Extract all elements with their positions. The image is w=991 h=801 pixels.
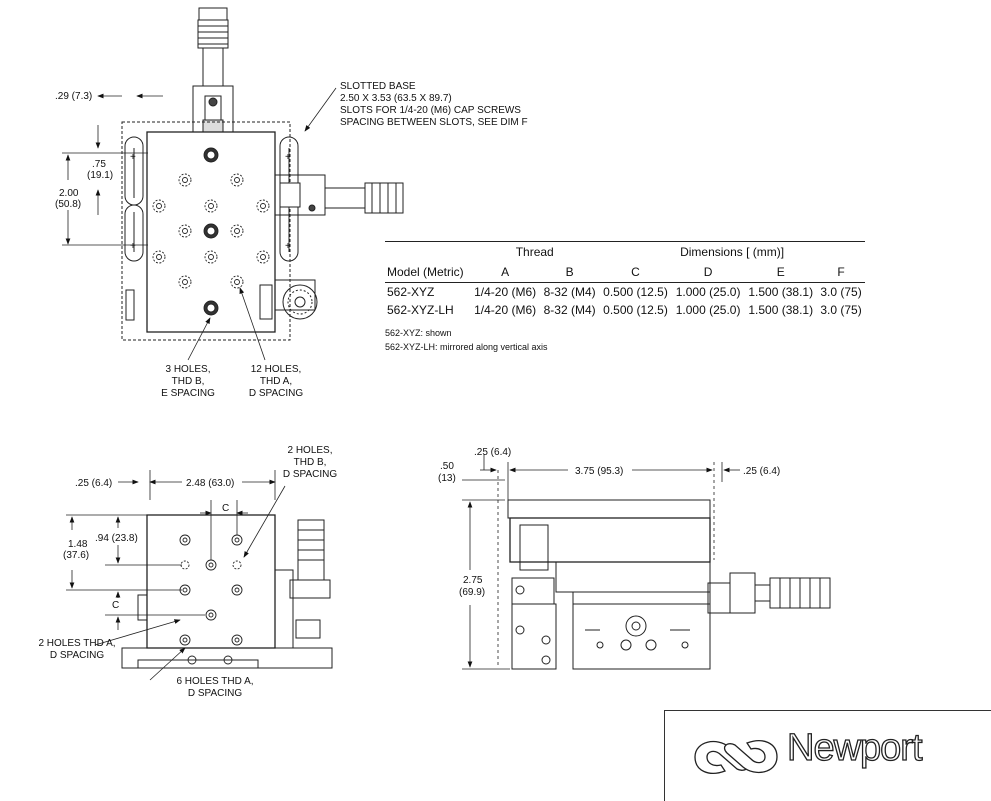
cell-d: 1.000 (25.0): [675, 285, 741, 299]
cell-e: 1.500 (38.1): [748, 303, 814, 317]
top-dimensions: [62, 87, 337, 361]
dim-0-29: .29 (7.3): [55, 91, 92, 102]
col-header-model: Model (Metric): [385, 262, 471, 283]
slotted-base-outline: [121, 121, 291, 341]
logo-block: Newport: [664, 710, 991, 801]
holes-12-line3: D SPACING: [249, 388, 303, 399]
cell-d: 1.000 (25.0): [675, 303, 741, 317]
dim-2-00-mm: (50.8): [55, 199, 81, 210]
cell-b: 8-32 (M4): [543, 285, 596, 299]
front-dim-1-48-mm: (37.6): [63, 550, 89, 561]
dim-0-75-mm: (19.1): [87, 170, 113, 181]
cell-e: 1.500 (38.1): [748, 285, 814, 299]
side-view-labels: .25 (6.4) .50 (13) 3.75 (95.3) .25 (6.4)…: [438, 447, 780, 598]
note-mirrored: 562-XYZ-LH: mirrored along vertical axis: [385, 342, 548, 352]
svg-text:+: +: [285, 152, 291, 163]
cell-a: 1/4-20 (M6): [474, 303, 537, 317]
base-callout-4: SPACING BETWEEN SLOTS, SEE DIM F: [340, 117, 528, 128]
logo-wordmark: Newport: [786, 726, 923, 769]
holes-6a-line1: 6 HOLES THD A,: [176, 676, 253, 687]
front-dim-0-94: .94 (23.8): [95, 533, 138, 544]
table-row: 562-XYZ-LH 1/4-20 (M6) 8-32 (M4) 0.500 (…: [385, 301, 865, 319]
front-holes: [179, 534, 243, 665]
col-header-f: F: [817, 262, 865, 283]
cell-c: 0.500 (12.5): [603, 285, 668, 299]
cell-model: 562-XYZ-LH: [387, 303, 454, 317]
cell-model: 562-XYZ: [387, 285, 435, 299]
table-row: 562-XYZ 1/4-20 (M6) 8-32 (M4) 0.500 (12.…: [385, 283, 865, 302]
col-header-c: C: [599, 262, 672, 283]
group-thread: Thread: [470, 241, 600, 262]
cell-f: 3.0 (75): [820, 285, 862, 299]
group-dimensions: Dimensions [ (mm)]: [599, 241, 865, 262]
top-holes: [152, 147, 270, 316]
holes-2b-line1: 2 HOLES,: [287, 445, 332, 456]
holes-2b-line3: D SPACING: [283, 469, 337, 480]
micrometer-side: [274, 174, 404, 216]
holes-3-line3: E SPACING: [161, 388, 215, 399]
col-header-d: D: [671, 262, 745, 283]
front-dimensions: [66, 470, 286, 681]
side-dimensions: [462, 455, 740, 670]
side-dim-0-25-top: .25 (6.4): [474, 447, 511, 458]
holes-2b-line2: THD B,: [294, 457, 327, 468]
cell-b: 8-32 (M4): [543, 303, 596, 317]
side-dim-0-25-right: .25 (6.4): [743, 466, 780, 477]
cell-a: 1/4-20 (M6): [474, 285, 537, 299]
top-view-labels: .29 (7.3) .75 (19.1) 2.00 (50.8) SLOTTED…: [55, 81, 528, 399]
newport-emblem-icon: [694, 740, 778, 774]
col-header-e: E: [744, 262, 818, 283]
front-view: [66, 470, 333, 681]
svg-text:+: +: [285, 241, 291, 252]
note-shown: 562-XYZ: shown: [385, 328, 452, 338]
svg-text:+: +: [130, 241, 136, 252]
svg-text:+: +: [130, 152, 136, 163]
front-dim-2-48: 2.48 (63.0): [186, 478, 234, 489]
holes-12-line2: THD A,: [260, 376, 292, 387]
side-dim-0-50: .50: [440, 461, 454, 472]
holes-2a-line1: 2 HOLES THD A,: [38, 638, 115, 649]
holes-3-line2: THD B,: [172, 376, 205, 387]
front-c-top: C: [222, 503, 229, 514]
side-view: [462, 455, 831, 670]
front-c-left: C: [112, 600, 119, 611]
micrometer-top: [192, 7, 234, 133]
cell-f: 3.0 (75): [820, 303, 862, 317]
top-view: + + + +: [62, 7, 404, 361]
front-dim-0-25: .25 (6.4): [75, 478, 112, 489]
base-callout-3: SLOTS FOR 1/4-20 (M6) CAP SCREWS: [340, 105, 521, 116]
side-dim-0-50-mm: (13): [438, 473, 456, 484]
dim-2-00: 2.00: [59, 188, 79, 199]
col-header-a: A: [470, 262, 541, 283]
col-header-b: B: [540, 262, 600, 283]
spec-table: Thread Dimensions [ (mm)] Model (Metric)…: [385, 241, 865, 319]
side-dim-2-75-mm: (69.9): [459, 587, 485, 598]
front-view-labels: .25 (6.4) 2.48 (63.0) C 1.48 (37.6) .94 …: [38, 445, 337, 699]
side-dim-2-75: 2.75: [463, 575, 483, 586]
holes-2a-line2: D SPACING: [50, 650, 104, 661]
top-carriage: [146, 131, 276, 333]
spec-table-block: Thread Dimensions [ (mm)] Model (Metric)…: [385, 241, 865, 354]
side-dim-3-75: 3.75 (95.3): [575, 466, 623, 477]
front-dim-1-48: 1.48: [68, 539, 88, 550]
dim-0-75: .75: [92, 159, 106, 170]
holes-12-line1: 12 HOLES,: [251, 364, 302, 375]
base-callout-1: SLOTTED BASE: [340, 81, 416, 92]
cell-c: 0.500 (12.5): [603, 303, 668, 317]
holes-3-line1: 3 HOLES,: [165, 364, 210, 375]
holes-6a-line2: D SPACING: [188, 688, 242, 699]
lock-knob: [125, 279, 318, 321]
base-callout-2: 2.50 X 3.53 (63.5 X 89.7): [340, 93, 452, 104]
